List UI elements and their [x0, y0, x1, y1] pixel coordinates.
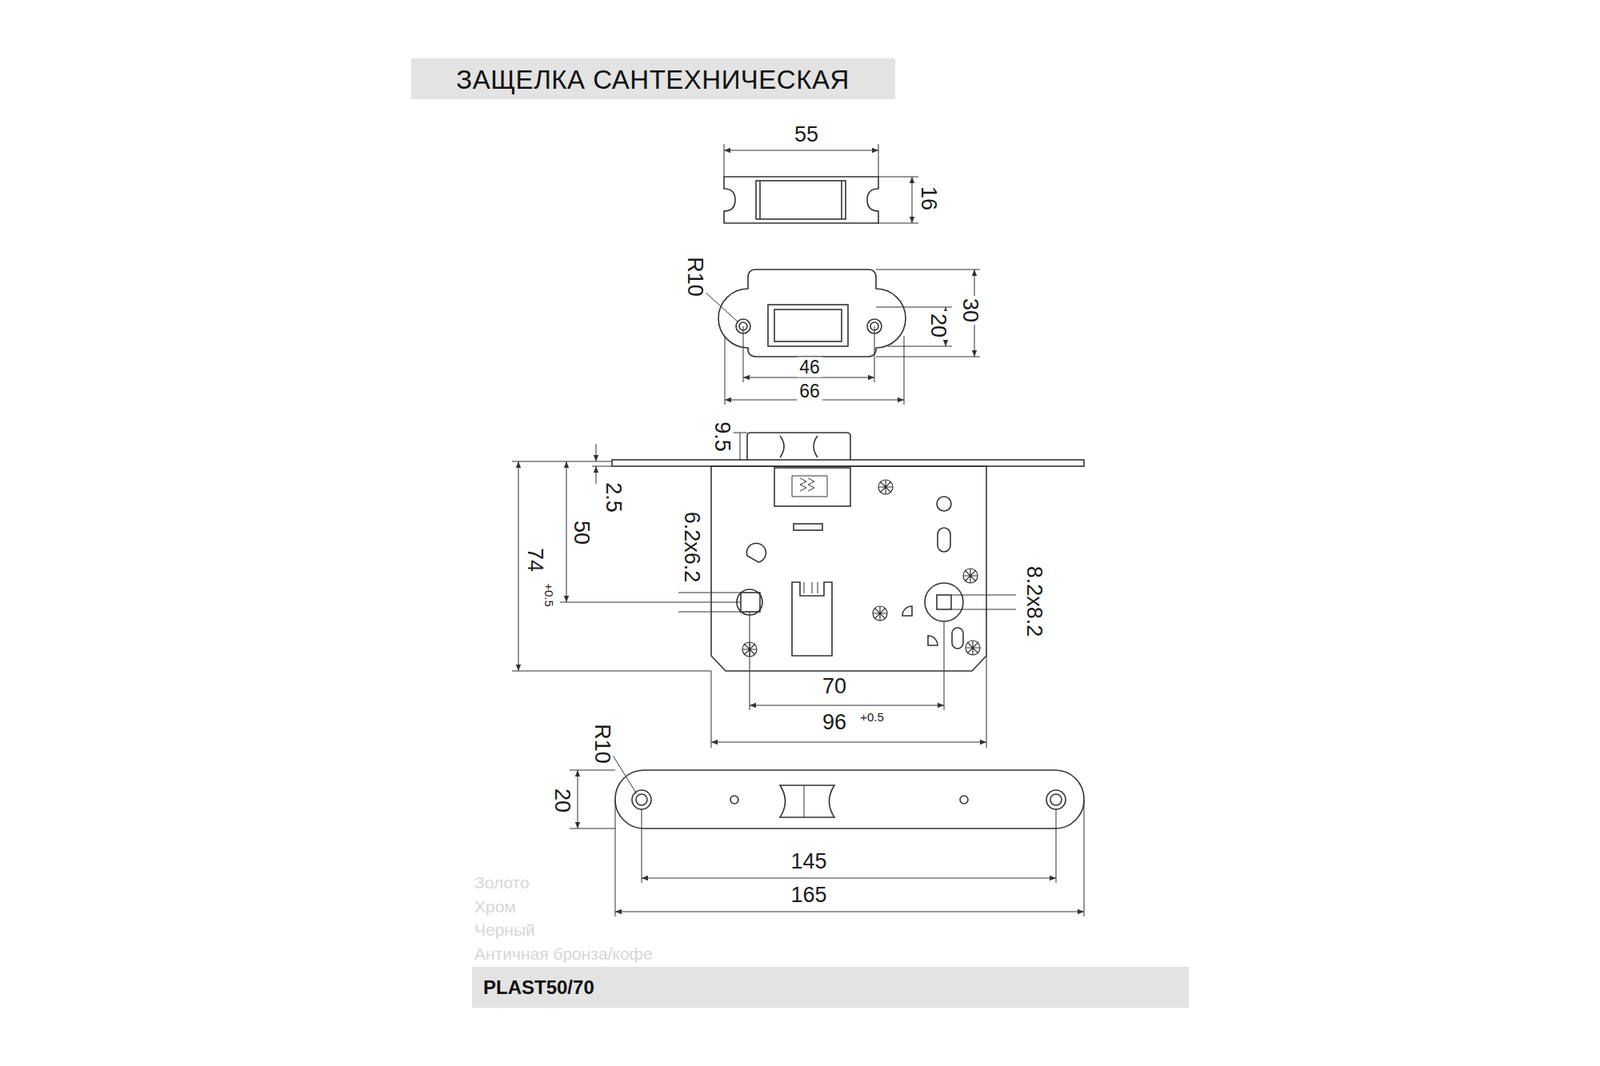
- dimension-label: 74: [523, 545, 547, 575]
- faceplate-front-view: [569, 750, 1084, 917]
- color-option: Античная бронза/кофе: [472, 944, 656, 964]
- dimension-label: 20: [926, 311, 950, 340]
- dimension-label: +0.5: [857, 710, 887, 724]
- dimension-label: +0.5: [542, 580, 556, 610]
- dimension-label: R10: [683, 254, 707, 300]
- color-option: Черный: [472, 920, 538, 940]
- dimension-label: 16: [916, 184, 940, 213]
- dimension-label: 96: [820, 711, 849, 735]
- model-name: PLAST50/70: [483, 978, 595, 998]
- drawing-title: ЗАЩЕЛКА САНТЕХНИЧЕСКАЯ: [456, 66, 850, 93]
- dimension-label: R10: [590, 721, 614, 767]
- dimension-label: 70: [820, 675, 849, 699]
- dimension-label: 165: [788, 884, 829, 908]
- dimension-label: 8.2x8.2: [1022, 564, 1046, 640]
- color-option: Хром: [472, 897, 519, 916]
- dimension-label: 2.5: [601, 480, 625, 516]
- dimension-label: 30: [958, 296, 982, 325]
- color-option: Золото: [472, 873, 532, 892]
- strike-top-view: [724, 144, 919, 224]
- dimension-label: 46: [796, 357, 823, 378]
- dimension-label: 55: [792, 123, 821, 147]
- dimension-label: 6.2x6.2: [680, 509, 704, 586]
- dimension-label: 145: [788, 850, 829, 874]
- strike-front-view: [704, 269, 980, 405]
- dimension-label: 9.5: [710, 419, 734, 455]
- dimension-label: 66: [796, 381, 823, 402]
- dimension-label: 50: [569, 518, 593, 548]
- dimension-label: 20: [550, 786, 574, 816]
- lock-body: [512, 432, 1084, 748]
